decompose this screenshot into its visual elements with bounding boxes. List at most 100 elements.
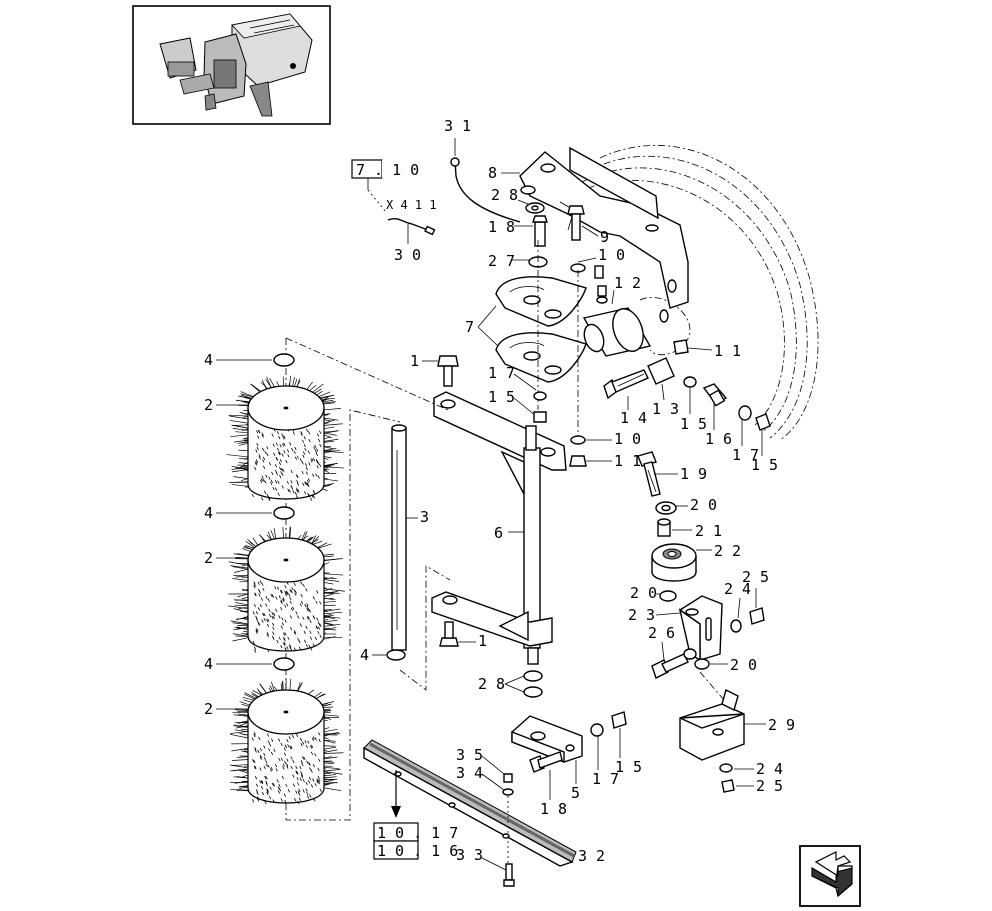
callout-3: 3 bbox=[420, 508, 429, 526]
callout-20c: 2 0 bbox=[730, 656, 757, 674]
callout-24b: 2 4 bbox=[756, 760, 783, 778]
callout-25a: 2 5 bbox=[742, 568, 769, 586]
callout-32: 3 2 bbox=[578, 847, 605, 865]
callout-2a: 2 bbox=[204, 396, 213, 414]
connector-x411-label: X 4 1 1 bbox=[386, 198, 437, 212]
bolt-26 bbox=[651, 653, 689, 679]
bolt-9 bbox=[571, 213, 581, 241]
callout-22: 2 2 bbox=[714, 542, 741, 560]
washer-4-shaft bbox=[386, 649, 406, 661]
nut-35 bbox=[503, 773, 513, 783]
navigation-return-icon[interactable] bbox=[799, 845, 861, 907]
bolt-18-top bbox=[534, 221, 546, 247]
cable-31-end bbox=[450, 157, 460, 167]
washer-17-c bbox=[590, 723, 604, 737]
callout-15b: 1 5 bbox=[751, 456, 778, 474]
callout-31: 3 1 bbox=[444, 117, 471, 135]
callout-13: 1 3 bbox=[652, 400, 679, 418]
motor-12[interactable] bbox=[581, 285, 652, 357]
callout-30: 3 0 bbox=[394, 246, 421, 264]
bracket-29[interactable] bbox=[679, 688, 745, 761]
post-6[interactable] bbox=[431, 391, 567, 665]
reference-box-10-17[interactable]: 1 0 . 1 7 bbox=[373, 822, 458, 842]
washer-15-a bbox=[683, 376, 697, 388]
callout-10b: 1 0 bbox=[614, 430, 641, 448]
callout-16: 1 6 bbox=[705, 430, 732, 448]
callout-34: 3 4 bbox=[456, 764, 483, 782]
washer-28-b1 bbox=[523, 670, 543, 682]
callout-8: 8 bbox=[488, 164, 497, 182]
brush-2-middle[interactable] bbox=[228, 526, 345, 653]
callout-4b: 4 bbox=[204, 504, 213, 522]
nut-25-b bbox=[721, 779, 735, 793]
callout-28b: 2 8 bbox=[478, 675, 505, 693]
washer-4-b bbox=[273, 506, 295, 520]
callout-17b: 1 7 bbox=[488, 364, 515, 382]
bolt-1-upper bbox=[443, 365, 453, 387]
nut-11-b bbox=[569, 455, 587, 467]
washer-20-c2 bbox=[694, 658, 710, 670]
bolt-1-upper-head bbox=[437, 355, 459, 367]
plate-7-lower bbox=[495, 332, 587, 383]
scraper-bar-32[interactable] bbox=[363, 739, 577, 867]
callout-7: 7 bbox=[465, 318, 474, 336]
ref-10-17-text: 1 0 . 1 7 bbox=[377, 824, 458, 842]
callout-15a: 1 5 bbox=[680, 415, 707, 433]
callout-6: 6 bbox=[494, 524, 503, 542]
bolt-9-head bbox=[567, 205, 585, 215]
callout-11a: 1 1 bbox=[714, 342, 741, 360]
brush-2-top[interactable] bbox=[226, 375, 344, 501]
nut-10-top bbox=[594, 265, 604, 279]
callout-26: 2 6 bbox=[648, 624, 675, 642]
callout-12: 1 2 bbox=[614, 274, 641, 292]
bracket-23 bbox=[678, 595, 723, 662]
washer-20-c1 bbox=[683, 648, 697, 660]
callout-17c: 1 7 bbox=[592, 770, 619, 788]
callout-15d: 1 5 bbox=[615, 758, 642, 776]
nut-15-c bbox=[533, 411, 547, 423]
shaft-3[interactable] bbox=[391, 427, 407, 651]
washer-10-b bbox=[570, 435, 586, 445]
callout-1a: 1 bbox=[410, 352, 419, 370]
cable-31 bbox=[454, 159, 521, 223]
machine-overview-thumbnail[interactable] bbox=[132, 5, 331, 125]
bolt-1-lower-head bbox=[439, 637, 459, 647]
bolt-33 bbox=[503, 863, 515, 887]
callout-20a: 2 0 bbox=[690, 496, 717, 514]
reference-box-7-10[interactable]: 7 . 1 0 bbox=[351, 159, 419, 179]
bushing-22 bbox=[651, 543, 697, 582]
callout-18b: 1 8 bbox=[540, 800, 567, 818]
bracket-5[interactable] bbox=[511, 715, 583, 764]
callout-11b: 1 1 bbox=[614, 452, 641, 470]
callout-24a: 2 4 bbox=[724, 580, 751, 598]
callout-23: 2 3 bbox=[628, 606, 655, 624]
callout-29: 2 9 bbox=[768, 716, 795, 734]
reference-box-10-16[interactable]: 1 0 . 1 6 bbox=[373, 840, 458, 860]
callout-2b: 2 bbox=[204, 549, 213, 567]
callout-25b: 2 5 bbox=[756, 777, 783, 795]
callout-10a: 1 0 bbox=[598, 246, 625, 264]
callout-35: 3 5 bbox=[456, 746, 483, 764]
callout-19: 1 9 bbox=[680, 465, 707, 483]
callout-14: 1 4 bbox=[620, 409, 647, 427]
brush-2-bottom[interactable] bbox=[229, 678, 344, 805]
callout-5: 5 bbox=[571, 784, 580, 802]
washer-17-a bbox=[738, 405, 752, 421]
callout-1b: 1 bbox=[478, 632, 487, 650]
washer-4-a bbox=[273, 353, 295, 367]
bolt-14 bbox=[603, 369, 649, 400]
nut-15-b bbox=[755, 413, 771, 431]
sensor-plug-30 bbox=[424, 225, 436, 236]
washer-34 bbox=[502, 788, 514, 796]
bolt-1-lower bbox=[444, 621, 454, 639]
ref-10-16-text: 1 0 . 1 6 bbox=[377, 842, 458, 860]
down-arrow-icon bbox=[391, 806, 401, 818]
washer-20-b bbox=[659, 590, 677, 602]
nut-25-a bbox=[749, 607, 765, 625]
block-13 bbox=[647, 357, 675, 385]
washer-4-c bbox=[273, 657, 295, 671]
washer-24-a bbox=[730, 619, 742, 633]
callout-15c: 1 5 bbox=[488, 388, 515, 406]
callout-20b: 2 0 bbox=[630, 584, 657, 602]
bracket-8[interactable] bbox=[519, 146, 689, 323]
